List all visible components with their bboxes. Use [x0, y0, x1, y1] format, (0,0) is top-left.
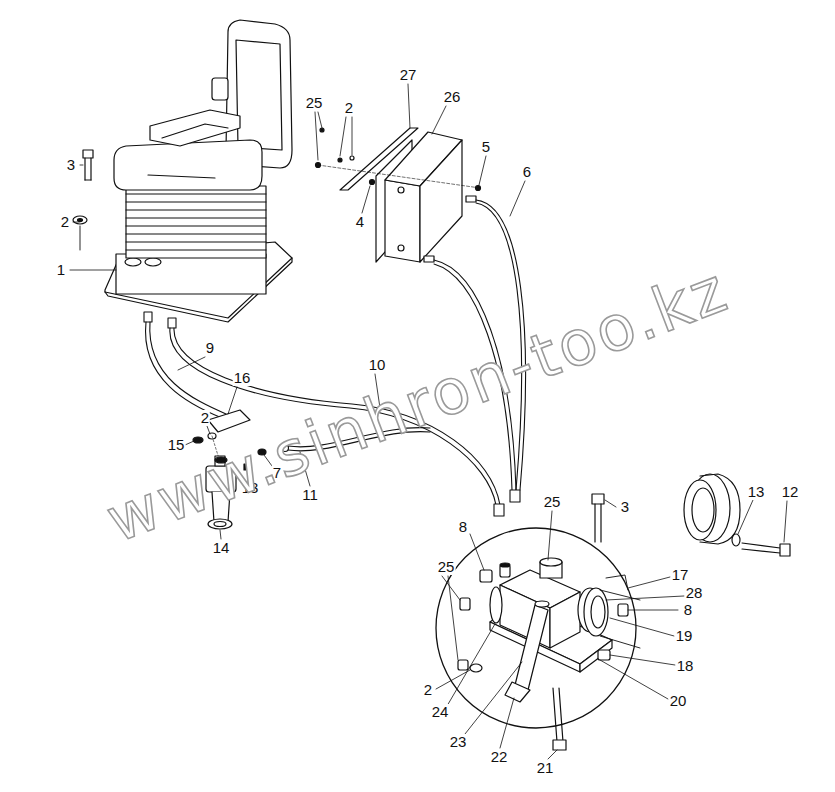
callout-number: 10 — [368, 357, 387, 373]
callout-number: 25 — [437, 559, 456, 575]
callout-number: 14 — [212, 540, 231, 556]
callout-number: 23 — [449, 734, 468, 750]
callout-number: 9 — [205, 340, 215, 356]
callout-number: 27 — [399, 67, 418, 83]
callout-number: 28 — [685, 585, 704, 601]
leader-lines — [70, 84, 787, 759]
callout-number: 4 — [355, 214, 365, 230]
callout-number: 25 — [305, 95, 324, 111]
callout-number: 8 — [683, 602, 693, 618]
callout-number: 1 — [56, 262, 66, 278]
callout-number: 5 — [481, 139, 491, 155]
callout-number: 18 — [676, 658, 695, 674]
callout-number: 13 — [747, 484, 766, 500]
callout-number: 20 — [669, 693, 688, 709]
callout-number: 11 — [301, 487, 319, 503]
callout-number: 24 — [431, 704, 450, 720]
ring-bolt — [684, 474, 790, 556]
callout-number: 3 — [620, 499, 630, 515]
callout-number: 21 — [536, 760, 555, 776]
seat — [105, 20, 292, 322]
callout-number: 12 — [781, 484, 800, 500]
callout-number: 19 — [675, 628, 694, 644]
callout-number: 17 — [671, 567, 690, 583]
callout-number: 8 — [458, 519, 468, 535]
callout-number: 3 — [66, 157, 76, 173]
callout-number: 6 — [522, 164, 532, 180]
callout-number: 2 — [344, 100, 354, 116]
callout-number: 2 — [60, 214, 70, 230]
pump-detail — [436, 494, 640, 750]
callout-number: 16 — [233, 370, 252, 386]
callout-number: 22 — [490, 749, 509, 765]
callout-number: 26 — [443, 89, 462, 105]
callout-number: 25 — [543, 494, 562, 510]
callout-number: 2 — [200, 410, 210, 426]
control-box — [316, 128, 481, 262]
callout-number: 15 — [167, 437, 186, 453]
callout-number: 2 — [423, 682, 433, 698]
